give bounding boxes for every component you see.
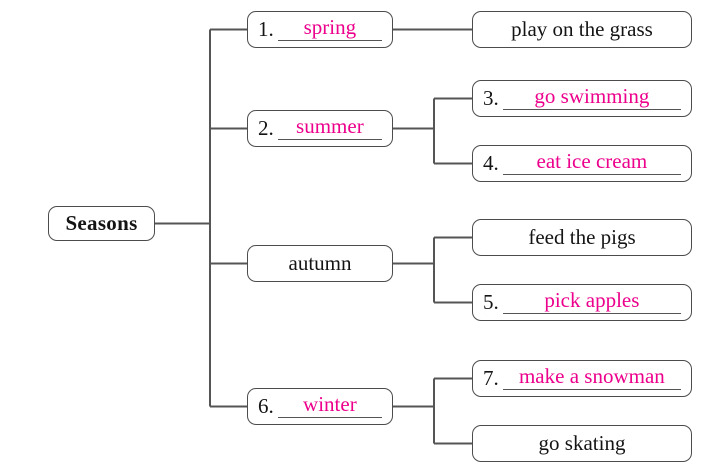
activity-node-play-on-the-grass[interactable]: play on the grass [472, 11, 692, 48]
activity-node-make-a-snowman[interactable]: 7. make a snowman [472, 360, 692, 397]
item-number: 3. [483, 86, 499, 110]
answer-blank[interactable]: pick apples [502, 288, 681, 314]
answer-text: spring [303, 15, 357, 40]
answer-text: pick apples [544, 288, 640, 313]
root-label: Seasons [65, 211, 138, 235]
season-node-spring[interactable]: 1. spring [247, 11, 393, 48]
season-node-autumn[interactable]: autumn [247, 245, 393, 282]
answer-blank[interactable]: spring [277, 15, 382, 41]
activity-node-pick-apples[interactable]: 5. pick apples [472, 284, 692, 321]
answer-blank[interactable]: winter [277, 392, 382, 418]
answer-text: summer [296, 114, 364, 139]
activity-node-eat-ice-cream[interactable]: 4. eat ice cream [472, 145, 692, 182]
activity-node-go-skating[interactable]: go skating [472, 425, 692, 462]
node-label: feed the pigs [528, 225, 636, 249]
activity-node-feed-the-pigs[interactable]: feed the pigs [472, 219, 692, 256]
item-number: 7. [483, 366, 499, 390]
answer-blank[interactable]: summer [277, 114, 382, 140]
item-number: 2. [258, 116, 274, 140]
answer-blank[interactable]: make a snowman [502, 364, 681, 390]
item-number: 4. [483, 151, 499, 175]
node-label: go skating [538, 431, 626, 455]
node-label: autumn [288, 251, 352, 275]
root-node-seasons[interactable]: Seasons [48, 206, 155, 241]
item-number: 1. [258, 17, 274, 41]
season-node-winter[interactable]: 6. winter [247, 388, 393, 425]
node-label: play on the grass [511, 17, 653, 41]
item-number: 6. [258, 394, 274, 418]
answer-blank[interactable]: go swimming [502, 84, 681, 110]
activity-node-go-swimming[interactable]: 3. go swimming [472, 80, 692, 117]
answer-blank[interactable]: eat ice cream [502, 149, 681, 175]
season-node-summer[interactable]: 2. summer [247, 110, 393, 147]
answer-text: make a snowman [518, 364, 665, 389]
answer-text: go swimming [534, 84, 650, 109]
item-number: 5. [483, 290, 499, 314]
answer-text: eat ice cream [536, 149, 648, 174]
answer-text: winter [303, 392, 357, 417]
